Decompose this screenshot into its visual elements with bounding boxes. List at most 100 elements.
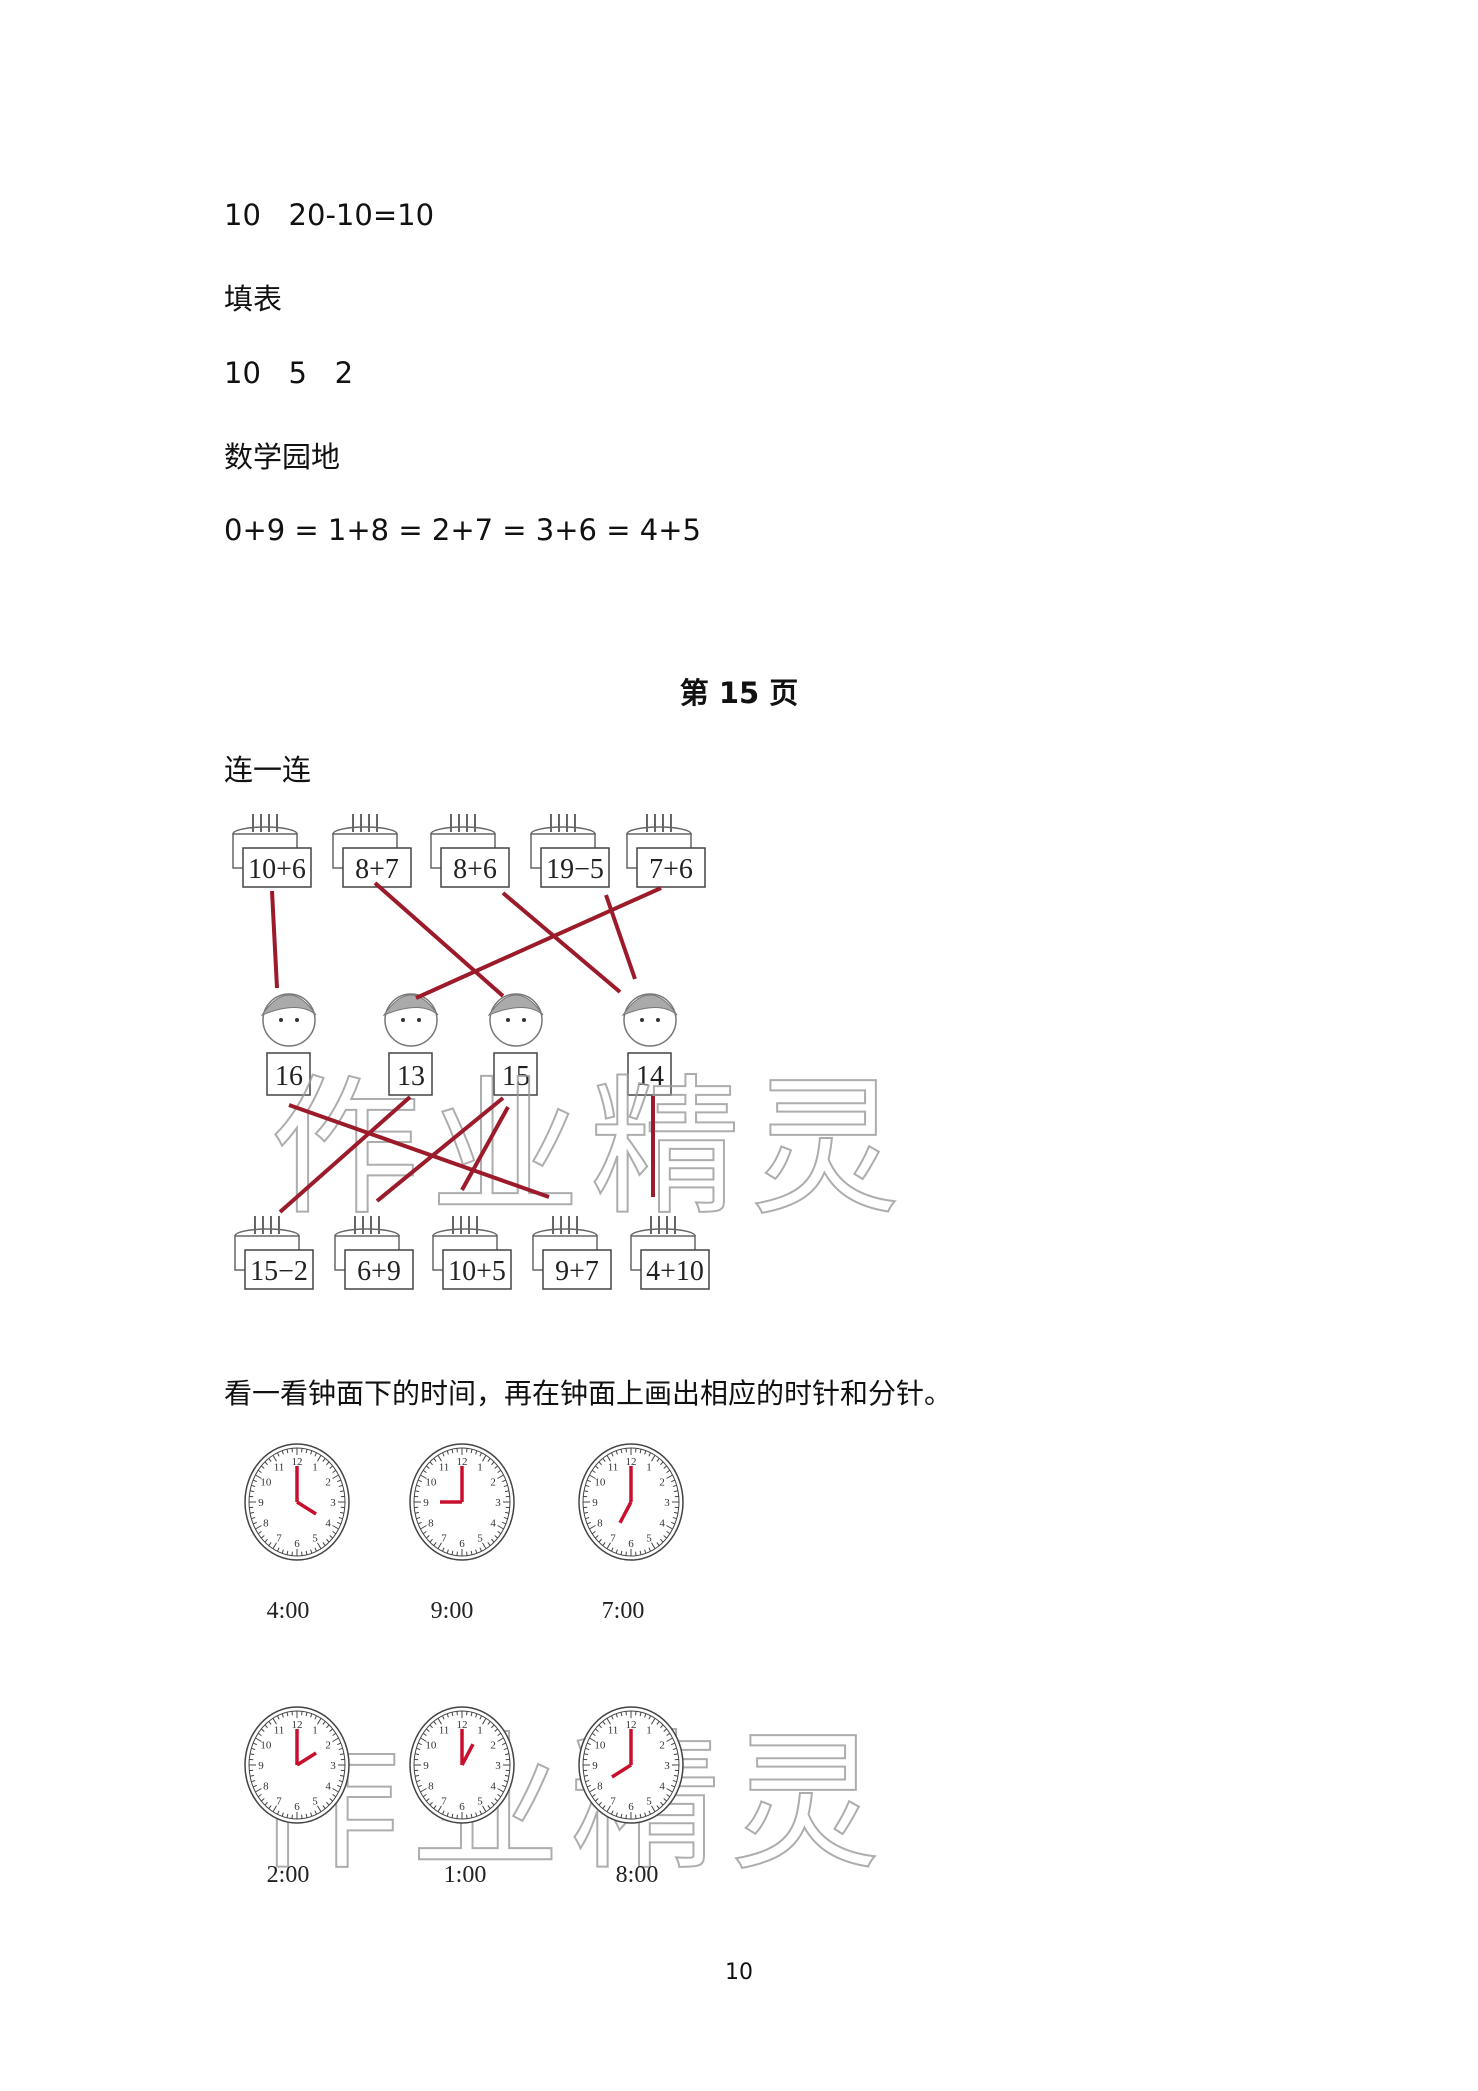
clock-tick — [314, 1715, 317, 1720]
clock-tick — [255, 1474, 262, 1479]
clock-tick — [425, 1798, 430, 1802]
clock-tick — [433, 1458, 437, 1462]
matching-line — [501, 891, 622, 994]
clock-numeral: 1 — [646, 1461, 652, 1473]
clock-tick — [497, 1737, 504, 1742]
clock-numeral: 5 — [477, 1796, 483, 1808]
clock-tick — [672, 1484, 677, 1488]
clock-tick — [666, 1469, 671, 1474]
clock-tick — [670, 1479, 676, 1483]
clock-tick — [422, 1469, 427, 1474]
clock-tick — [429, 1538, 433, 1543]
top-cake-3: 19−5 — [530, 814, 610, 888]
cake-label: 19−5 — [546, 854, 604, 885]
clock-instruction: 看一看钟面下的时间，再在钟面上画出相应的时针和分针。 — [224, 1377, 953, 1410]
clock-tick — [591, 1469, 596, 1474]
clock-numeral: 2 — [490, 1477, 496, 1489]
clock-tick — [264, 1461, 268, 1466]
kid-1: 13 — [382, 993, 439, 1096]
clock-tick — [615, 1812, 618, 1817]
clock-tick — [317, 1717, 322, 1725]
clock-tick — [268, 1458, 272, 1462]
clock-tick — [336, 1742, 342, 1746]
answer-line-3: 0+9 = 1+8 = 2+7 = 3+6 = 4+5 — [224, 513, 701, 547]
clock-tick — [317, 1805, 322, 1813]
clock-time-label: 4:00 — [267, 1598, 310, 1624]
kid-eye-icon — [656, 1018, 660, 1022]
clock-tick — [326, 1538, 330, 1543]
clock-tick — [414, 1774, 420, 1777]
clock-tick — [260, 1465, 265, 1469]
clock-tick — [437, 1805, 442, 1813]
clock-numeral: 9 — [423, 1497, 429, 1509]
clock-tick — [414, 1511, 420, 1514]
clock-numeral: 5 — [477, 1533, 483, 1545]
clock-tick — [497, 1474, 504, 1479]
clock-tick — [503, 1516, 508, 1520]
clock-tick — [504, 1774, 510, 1777]
clock-tick — [281, 1450, 284, 1455]
clock-numeral: 11 — [608, 1461, 619, 1473]
kid-number-box — [388, 1052, 433, 1096]
clock-tick — [257, 1469, 262, 1474]
top-cake-1: 8+7 — [332, 814, 412, 888]
clock-tick — [416, 1747, 421, 1751]
clock-tick — [260, 1535, 265, 1539]
clock-numeral: 7 — [441, 1796, 447, 1808]
answer-line-2: 10 5 2 — [224, 356, 354, 390]
clock-tick — [670, 1784, 676, 1788]
clock-numeral: 11 — [439, 1724, 450, 1736]
matching-line — [604, 894, 637, 980]
clock-tick — [437, 1542, 442, 1550]
clock-tick — [332, 1788, 339, 1793]
clock-tick — [286, 1712, 289, 1717]
clock-tick — [252, 1784, 258, 1788]
clock-tick — [656, 1721, 660, 1725]
clock-tick — [470, 1449, 473, 1454]
clock-tick — [651, 1454, 656, 1462]
clock-tick — [417, 1742, 423, 1746]
clock-tick — [663, 1728, 668, 1732]
clock-tick — [494, 1465, 499, 1469]
clock-tick — [433, 1721, 437, 1725]
clock-tick — [644, 1812, 647, 1817]
clock-tick — [494, 1535, 499, 1539]
clock-tick — [446, 1812, 449, 1817]
clock-tick — [589, 1737, 596, 1742]
clock-tick — [277, 1547, 280, 1552]
cake-label: 7+6 — [649, 854, 693, 885]
answer-line-1: 10 20-10=10 — [224, 198, 435, 232]
clock-tick — [286, 1813, 289, 1818]
clock-tick — [672, 1779, 677, 1783]
clock-tick — [644, 1713, 647, 1718]
clock-tick — [286, 1449, 289, 1454]
matching-line — [375, 1096, 505, 1203]
clock-tick — [660, 1801, 664, 1806]
clock-numeral: 2 — [325, 1477, 331, 1489]
clock-tick — [673, 1753, 679, 1756]
clock-tick — [475, 1450, 478, 1455]
clock-numeral: 6 — [294, 1538, 300, 1550]
cake-label-box — [640, 1249, 710, 1290]
kid-hair-icon — [621, 994, 678, 1017]
clock-tick — [648, 1452, 651, 1457]
clock-numeral: 12 — [292, 1719, 303, 1731]
clock-tick — [277, 1715, 280, 1720]
clock-tick — [606, 1454, 611, 1462]
cake-label: 15−2 — [250, 1256, 308, 1287]
clock-tick — [583, 1511, 589, 1514]
clock-tick — [326, 1724, 330, 1729]
clock-numeral: 1 — [312, 1461, 318, 1473]
cake-label: 4+10 — [646, 1256, 704, 1287]
clock-numeral: 4 — [659, 1781, 665, 1793]
matching-line — [270, 890, 279, 989]
clock-numeral: 8 — [597, 1518, 603, 1530]
clock-tick — [666, 1732, 671, 1737]
clock-tick — [451, 1813, 454, 1818]
clock-tick — [257, 1732, 262, 1737]
clock-tick — [670, 1521, 676, 1525]
clock-tick — [504, 1490, 510, 1493]
clock-tick — [286, 1550, 289, 1555]
